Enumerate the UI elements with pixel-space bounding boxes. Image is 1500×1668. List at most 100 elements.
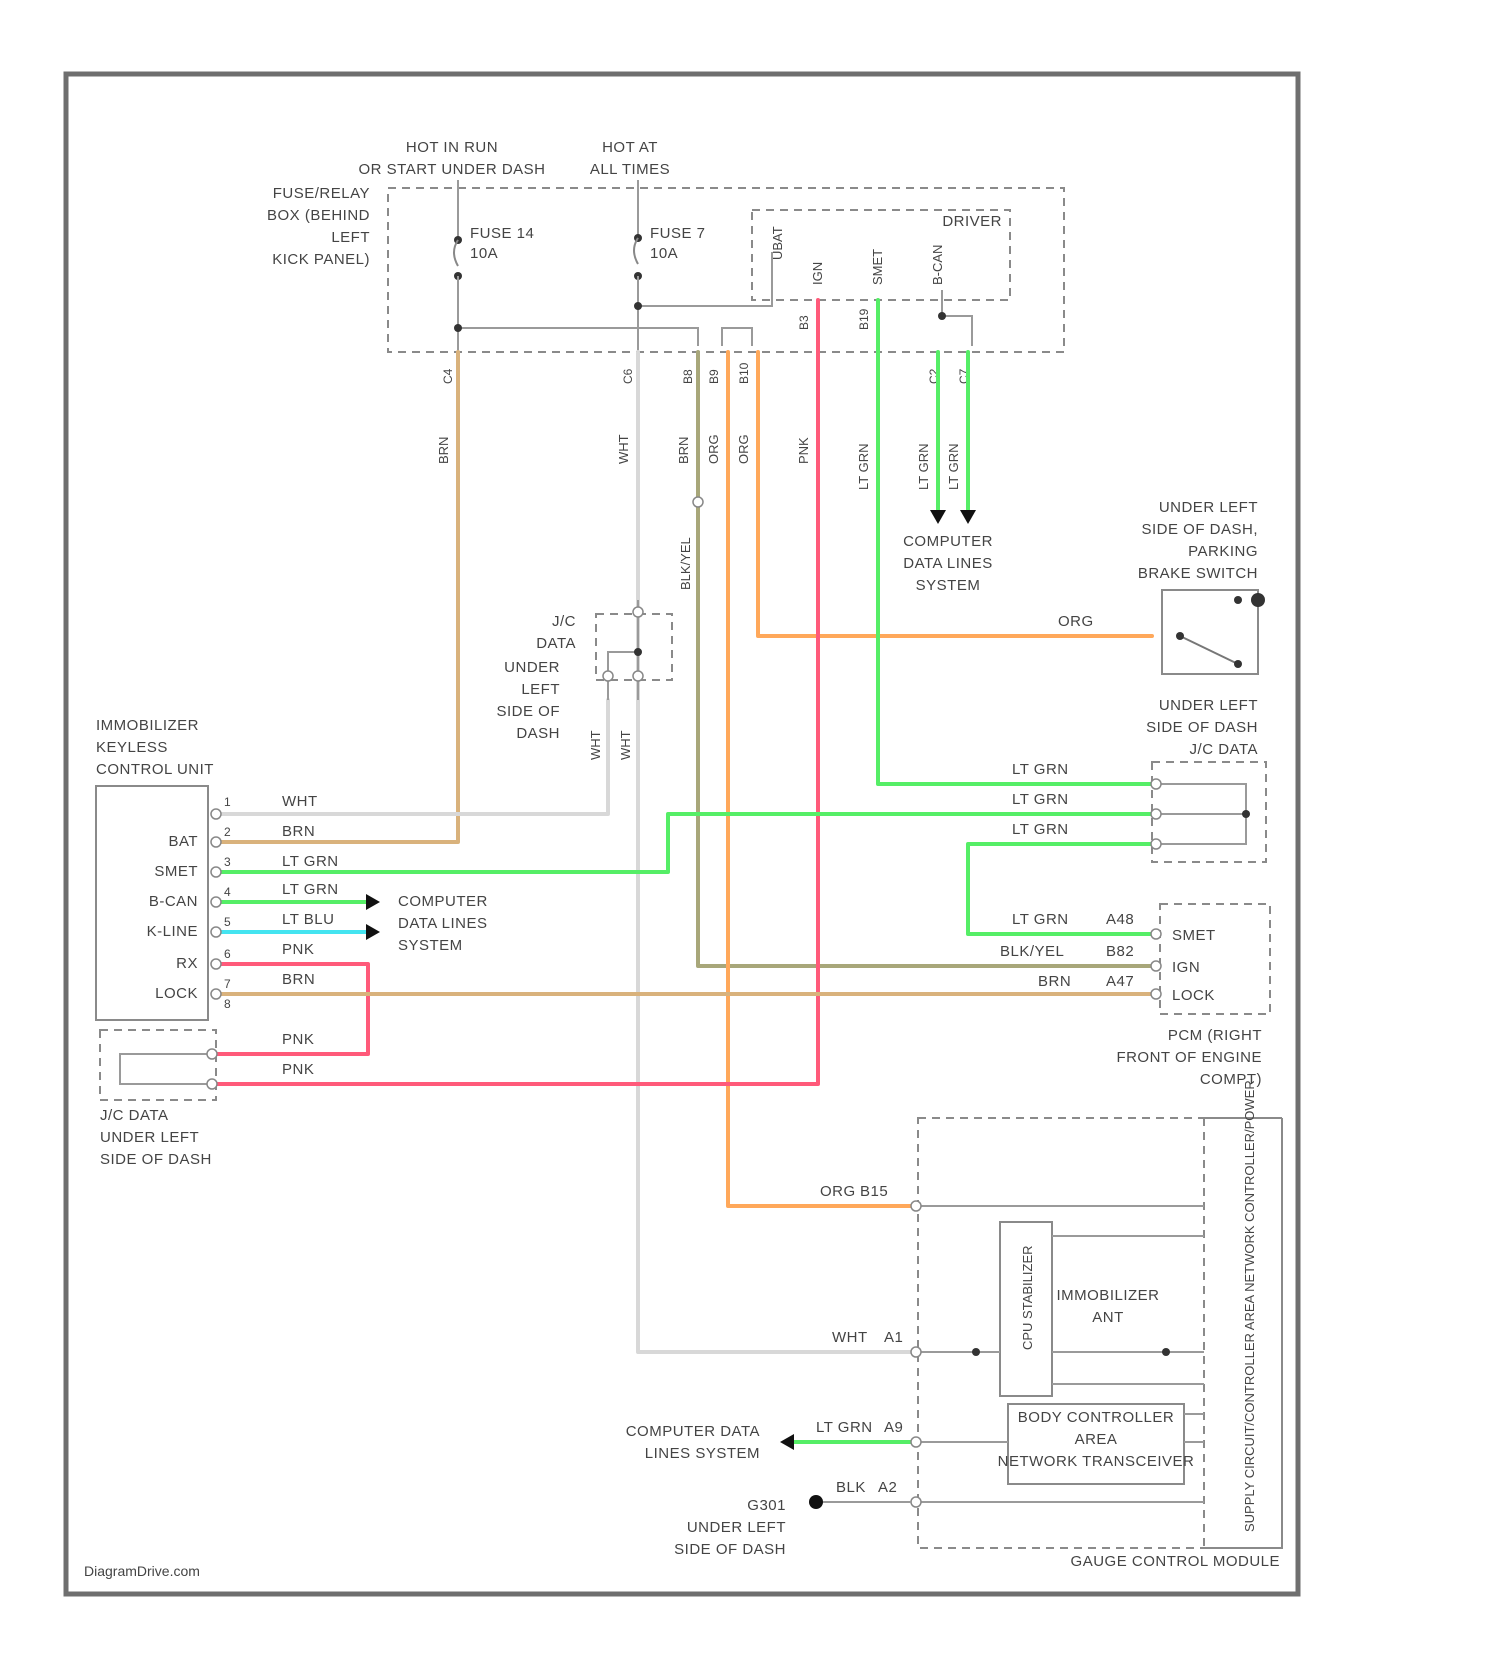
body-ctrl-label-1: BODY CONTROLLER: [1018, 1409, 1174, 1426]
gauge-wire-1: ORG: [820, 1183, 856, 1200]
immob-pin-bcan: B-CAN: [149, 893, 198, 910]
arrow-icon: [366, 894, 380, 910]
jc-left-label-2: UNDER LEFT: [100, 1129, 199, 1146]
immob-ant-label-2: ANT: [1092, 1309, 1124, 1326]
pcm-wire-1: LT GRN: [1012, 911, 1069, 928]
ground-icon: [809, 1495, 823, 1509]
wire-wht-fuse7: [638, 352, 912, 1352]
fuse-14-rating: 10A: [470, 245, 498, 262]
jc-top-label-5: SIDE OF: [496, 703, 560, 720]
wire-brn-fuse14: [220, 352, 458, 842]
immob-num-1: 1: [224, 795, 231, 809]
jc-right-label-2: SIDE OF DASH: [1146, 719, 1258, 736]
pcm-pin-2: B82: [1106, 943, 1134, 960]
gauge-pin-1: B15: [860, 1183, 888, 1200]
vwire-label-8: LT GRN: [916, 444, 931, 490]
pcm-term-1: SMET: [1172, 927, 1216, 944]
ltgrn-right-1: LT GRN: [1012, 761, 1069, 778]
vwire-label-7: LT GRN: [856, 444, 871, 490]
computer-data-3-line2: LINES SYSTEM: [645, 1445, 760, 1462]
wht-label-b: WHT: [618, 730, 633, 760]
gauge-pin-2: A1: [884, 1329, 903, 1346]
top-pin-7: B19: [857, 308, 871, 330]
dr-pin-bcan: B-CAN: [930, 245, 945, 285]
jc-left-label-1: J/C DATA: [100, 1107, 168, 1124]
top-pin-1: C4: [441, 368, 455, 384]
vwire-label-5: ORG: [736, 434, 751, 464]
jc-left-label-3: SIDE OF DASH: [100, 1151, 212, 1168]
computer-data-2-line2: DATA LINES: [398, 915, 487, 932]
vwire-label-3: BRN: [676, 437, 691, 464]
immob-wire-4: LT GRN: [282, 881, 339, 898]
computer-data-1-line1: COMPUTER: [903, 533, 993, 550]
brake-label-4: BRAKE SWITCH: [1138, 565, 1258, 582]
ltgrn-right-2: LT GRN: [1012, 791, 1069, 808]
arrow-icon: [930, 510, 946, 524]
arrow-icon: [366, 924, 380, 940]
vwire-label-9: LT GRN: [946, 444, 961, 490]
pcm-label-2: FRONT OF ENGINE: [1116, 1049, 1262, 1066]
immob-num-7: 7: [224, 977, 231, 991]
brake-label-1: UNDER LEFT: [1159, 499, 1258, 516]
immob-ant-label-1: IMMOBILIZER: [1056, 1287, 1159, 1304]
supply-label: SUPPLY CIRCUIT/CONTROLLER AREA NETWORK C…: [1242, 1080, 1257, 1532]
immob-num-8: 8: [224, 997, 231, 1011]
jc-top-label-2: DATA: [536, 635, 576, 652]
pcm-pin-3: A47: [1106, 973, 1134, 990]
pcm-label-1: PCM (RIGHT: [1168, 1027, 1262, 1044]
fuse-14-label: FUSE 14: [470, 225, 534, 242]
jc-left-box: [100, 1030, 216, 1100]
pnk-label-2: PNK: [282, 1061, 314, 1078]
hot-run-label-2: OR START UNDER DASH: [358, 161, 545, 178]
brake-label-2: SIDE OF DASH,: [1141, 521, 1258, 538]
hot-run-label-1: HOT IN RUN: [406, 139, 498, 156]
fuse-block-label-3: LEFT: [331, 229, 370, 246]
dr-pin-smet: SMET: [870, 249, 885, 285]
brake-switch-box: [1162, 590, 1258, 674]
gauge-wire-2: WHT: [832, 1329, 868, 1346]
top-pin-4: B9: [707, 369, 721, 384]
immob-wire-7: BRN: [282, 971, 315, 988]
ltgrn-right-3: LT GRN: [1012, 821, 1069, 838]
top-pin-2: C6: [621, 368, 635, 384]
fuse-block-label-2: BOX (BEHIND: [267, 207, 370, 224]
fuse-block-label-1: FUSE/RELAY: [273, 185, 370, 202]
fuse-7-label: FUSE 7: [650, 225, 706, 242]
vwire-label-6: PNK: [796, 437, 811, 464]
gauge-wire-4: BLK: [836, 1479, 866, 1496]
jc-top-label-6: DASH: [516, 725, 560, 742]
pcm-term-2: IGN: [1172, 959, 1200, 976]
immob-wire-6: PNK: [282, 941, 314, 958]
vwire-label-4: ORG: [706, 434, 721, 464]
wht-label-a: WHT: [588, 730, 603, 760]
computer-data-1-line3: SYSTEM: [916, 577, 981, 594]
immob-pin-smet: SMET: [154, 863, 198, 880]
jc-right-label-3: J/C DATA: [1190, 741, 1258, 758]
immob-num-5: 5: [224, 915, 231, 929]
immob-wire-3: LT GRN: [282, 853, 339, 870]
pcm-wire-3: BRN: [1038, 973, 1071, 990]
top-pin-6: B3: [797, 315, 811, 330]
ground-label-3: SIDE OF DASH: [674, 1541, 786, 1558]
ground-label-2: UNDER LEFT: [687, 1519, 786, 1536]
immob-pin-bat: BAT: [168, 833, 198, 850]
immob-label-1: IMMOBILIZER: [96, 717, 199, 734]
immob-pin-rx: RX: [176, 955, 198, 972]
gauge-pin-4: A2: [878, 1479, 897, 1496]
footer-watermark: DiagramDrive.com: [84, 1563, 200, 1579]
pnk-label-1: PNK: [282, 1031, 314, 1048]
hot-all-label-2: ALL TIMES: [590, 161, 670, 178]
arrow-icon: [780, 1434, 794, 1450]
dr-pin-ign: IGN: [810, 262, 825, 285]
dr-pin-ubat: UBAT: [770, 226, 785, 260]
computer-data-2-line1: COMPUTER: [398, 893, 488, 910]
computer-data-2-line3: SYSTEM: [398, 937, 463, 954]
immob-wire-5: LT BLU: [282, 911, 334, 928]
brake-label-3: PARKING: [1188, 543, 1258, 560]
blk-yel-label: BLK/YEL: [678, 537, 693, 590]
jc-top-label-3: UNDER: [504, 659, 560, 676]
computer-data-1-line2: DATA LINES: [903, 555, 992, 572]
brake-switch-icon: [1180, 636, 1238, 664]
org-right-label: ORG: [1058, 613, 1094, 630]
